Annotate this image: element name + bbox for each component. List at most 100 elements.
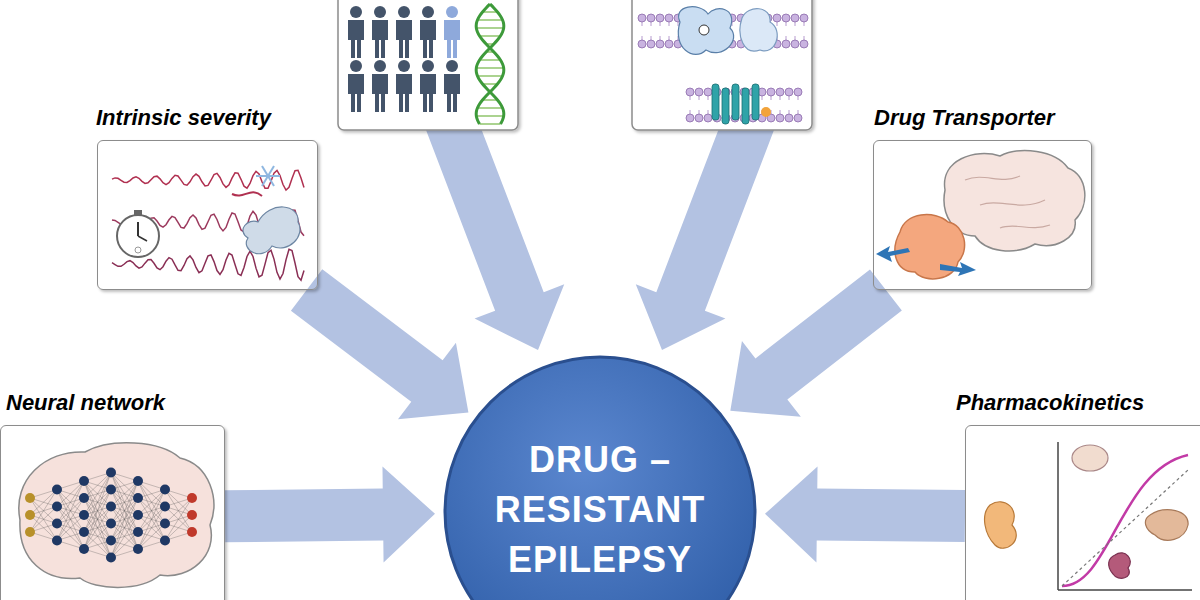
network-unit [133,493,143,503]
target-box [632,0,812,130]
network-unit [160,536,170,546]
person-body [444,74,460,112]
network-unit [160,502,170,512]
network-unit [52,485,62,495]
factor-heading: Drug Transporter [874,105,1055,131]
lipid-head [704,88,712,96]
dna-rung [477,107,503,109]
helix [742,88,749,124]
axis [1057,442,1059,590]
network-unit [25,493,35,503]
circle-fill [445,357,755,600]
network-unit [25,527,35,537]
box-ground [0,425,225,600]
box-ground [965,425,1200,600]
dna-rung [476,67,504,69]
network-unit [133,544,143,554]
dna-rung [479,59,500,61]
transmembrane-helices [712,84,771,124]
network-link [165,515,192,541]
network-unit [187,510,197,520]
network-unit [52,536,62,546]
block-arrow [426,111,565,350]
network-unit [106,502,116,512]
dna-rung [479,123,500,125]
stomach-icon [985,502,1017,548]
person-body [396,74,412,112]
person-head [374,60,386,72]
brain-outline [19,443,214,588]
ligand [699,25,709,35]
factor-box: Drug Transporter [873,140,1092,290]
lipid-head [665,14,673,22]
block-arrow [730,269,902,416]
dna-rung [479,35,500,37]
stopwatch [117,210,159,257]
network-unit [187,527,197,537]
brain-folds [965,176,1050,228]
efflux-arrow [876,246,910,262]
person-body [420,20,436,58]
network-unit [133,527,143,537]
network-unit [79,544,89,554]
box-ground [97,140,318,290]
lipid-head [665,40,673,48]
block-arrow [225,466,435,562]
receptor-protein [678,7,733,55]
lipid-head [686,88,694,96]
person-body [420,74,436,112]
factor-box: Pharmacokinetics [965,425,1200,600]
central-label: DRUG – RESISTANT EPILEPSY [475,435,725,585]
dna-rung [476,27,504,29]
lipid-head [656,40,664,48]
person-head [398,60,410,72]
person-body [444,20,460,58]
dna-helix [476,4,504,124]
network-link [138,524,165,550]
factor-box: Intrinsic severity [97,140,318,290]
snowflake [256,166,280,186]
lipid-head [800,14,808,22]
lipid-head [794,88,802,96]
helix [712,84,719,120]
factor-heading: Pharmacokinetics [956,390,1144,416]
dna-rung [477,19,502,21]
person-body [372,20,388,58]
lipid-head [791,14,799,22]
lipid-head [695,114,703,122]
factor-heading: Intrinsic severity [96,105,271,131]
people-icons [348,6,460,112]
lipid-head [800,40,808,48]
factor-heading: Neural network [6,390,165,416]
lipid-head [773,14,781,22]
network-unit [160,519,170,529]
lipid-head [695,88,703,96]
arrow-group [426,111,775,350]
network-unit [25,510,35,520]
person-body [348,20,364,58]
lipid-head [767,88,775,96]
network-unit [106,519,116,529]
concentration-curve [1062,455,1188,586]
network-unit [79,476,89,486]
lipid-head [647,14,655,22]
lipid-head [776,114,784,122]
network-link [84,481,111,558]
lipid-head [791,40,799,48]
network-unit [106,485,116,495]
network-unit [52,502,62,512]
liver-icon [1145,510,1188,540]
person-body [372,74,388,112]
lipid-head [704,114,712,122]
central-circle: DRUG – RESISTANT EPILEPSY [443,355,757,600]
network-link [111,532,138,558]
network-unit [187,493,197,503]
network-link [111,473,138,550]
person-head [398,6,410,18]
channel-protein [740,9,777,51]
lipid-head [686,114,694,122]
helix [752,84,759,120]
neuron [243,207,300,254]
network-unit [106,468,116,478]
